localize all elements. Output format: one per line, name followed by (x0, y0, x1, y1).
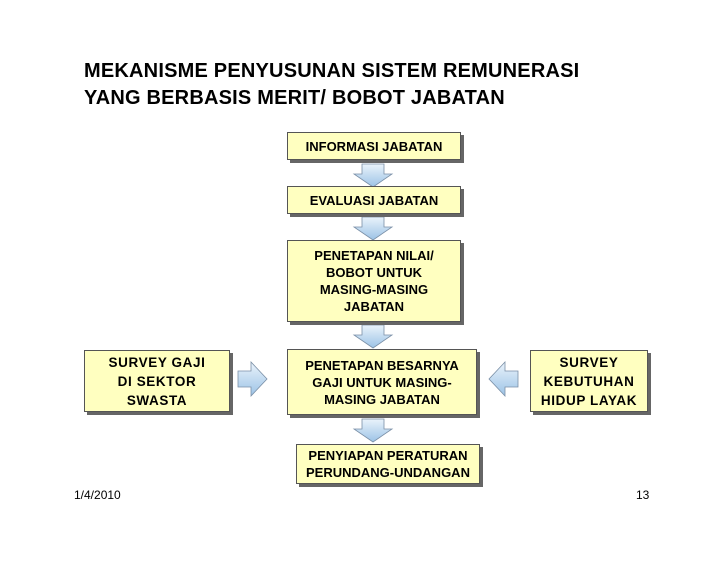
box-survey-hidup-layak: SURVEY KEBUTUHAN HIDUP LAYAK (530, 350, 648, 412)
box-survey-gaji-swasta: SURVEY GAJI DI SEKTOR SWASTA (84, 350, 230, 412)
down-arrow-4 (352, 418, 394, 443)
box-evaluasi-jabatan: EVALUASI JABATAN (287, 186, 461, 214)
title-line-1: MEKANISME PENYUSUNAN SISTEM REMUNERASI (84, 60, 580, 82)
title-line-2: YANG BERBASIS MERIT/ BOBOT JABATAN (84, 87, 505, 109)
box-penyiapan-peraturan: PENYIAPAN PERATURAN PERUNDANG-UNDANGAN (296, 444, 480, 484)
footer-date: 1/4/2010 (74, 488, 121, 502)
down-arrow-1 (352, 163, 394, 188)
box-penetapan-besarnya: PENETAPAN BESARNYA GAJI UNTUK MASING- MA… (287, 349, 477, 415)
box-informasi-jabatan: INFORMASI JABATAN (287, 132, 461, 160)
down-arrow-3 (352, 324, 394, 349)
footer-page-number: 13 (636, 488, 650, 502)
box-penetapan-nilai: PENETAPAN NILAI/ BOBOT UNTUK MASING-MASI… (287, 240, 461, 322)
right-arrow-left (237, 360, 268, 398)
down-arrow-2 (352, 216, 394, 241)
left-arrow-right (488, 360, 519, 398)
slide-title: MEKANISME PENYUSUNAN SISTEM REMUNERASI Y… (84, 58, 579, 112)
